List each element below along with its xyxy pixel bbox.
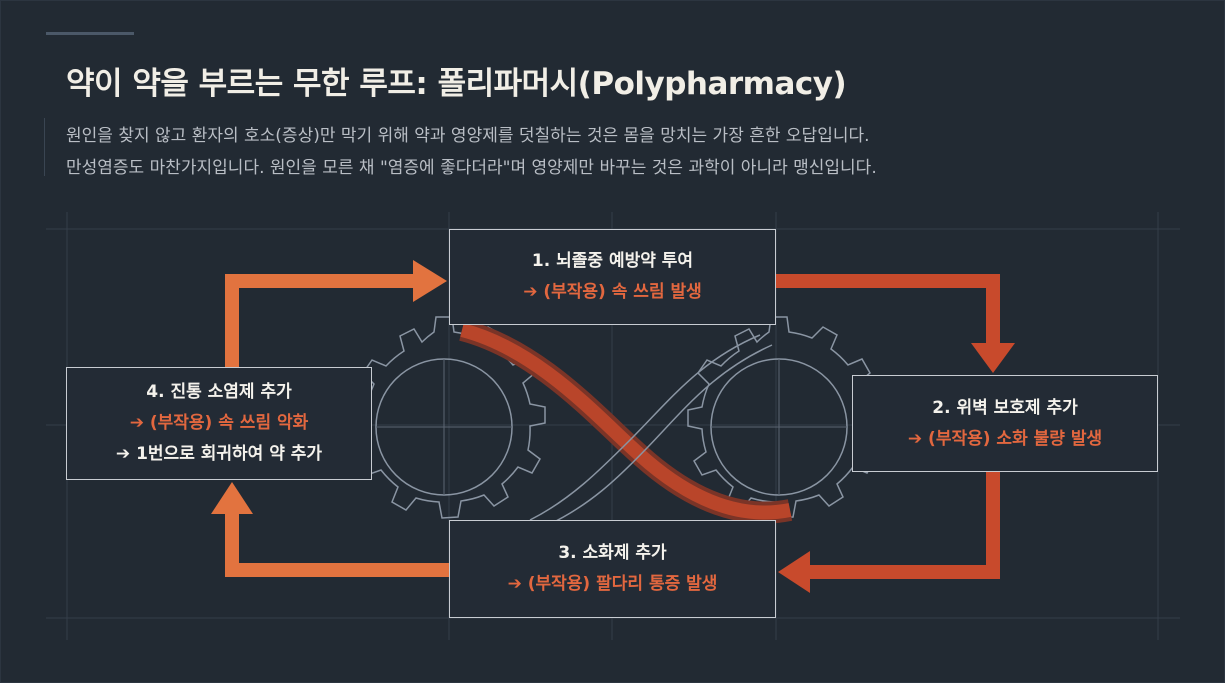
step-1-box: 1. 뇌졸중 예방약 투여 ➔ (부작용) 속 쓰림 발생: [449, 229, 776, 325]
arrow-icon: [778, 472, 1000, 593]
step-3-box: 3. 소화제 추가 ➔ (부작용) 팔다리 통증 발생: [449, 520, 776, 618]
step-1-title: 1. 뇌졸중 예방약 투여: [531, 251, 694, 271]
arrow-icon: [225, 260, 447, 367]
step-2-effect: ➔ (부작용) 소화 불량 발생: [907, 428, 1103, 449]
step-1-effect: ➔ (부작용) 속 쓰림 발생: [523, 282, 702, 302]
arrow-icon: [211, 482, 449, 577]
step-4-box: 4. 진통 소염제 추가 ➔ (부작용) 속 쓰림 악화 ➔ 1번으로 회귀하여…: [66, 367, 372, 480]
step-4-title: 4. 진통 소염제 추가: [146, 382, 292, 402]
arrow-icon: [776, 274, 1015, 373]
step-2-box: 2. 위벽 보호제 추가 ➔ (부작용) 소화 불량 발생: [852, 375, 1158, 472]
step-3-title: 3. 소화제 추가: [558, 543, 667, 563]
step-2-title: 2. 위벽 보호제 추가: [932, 397, 1078, 418]
infinity-icon: [459, 319, 793, 526]
step-4-return: ➔ 1번으로 회귀하여 약 추가: [115, 444, 323, 464]
step-4-effect: ➔ (부작용) 속 쓰림 악화: [129, 413, 309, 433]
subtitle-line-2: 만성염증도 마찬가지입니다. 원인을 모른 채 "염증에 좋다더라"며 영양제만…: [66, 158, 877, 178]
page-subtitle: 원인을 찾지 않고 환자의 호소(증상)만 막기 위해 약과 영양제를 덧칠하는…: [66, 120, 877, 184]
subtitle-accent-line: [44, 118, 45, 176]
step-3-effect: ➔ (부작용) 팔다리 통증 발생: [507, 574, 718, 594]
subtitle-line-1: 원인을 찾지 않고 환자의 호소(증상)만 막기 위해 약과 영양제를 덧칠하는…: [66, 126, 870, 146]
page-title: 약이 약을 부르는 무한 루프: 폴리파머시(Polypharmacy): [66, 66, 847, 102]
title-accent-line: [46, 32, 134, 35]
